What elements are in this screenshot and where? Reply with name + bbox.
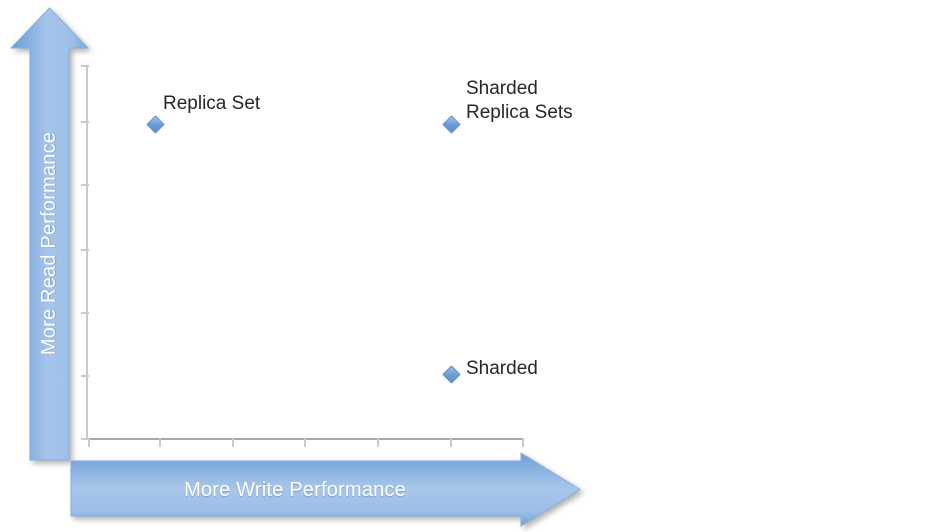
x-axis-arrow-shape <box>70 452 582 528</box>
y-axis-tick <box>81 375 89 377</box>
x-axis-tick <box>377 438 379 447</box>
x-axis-tick <box>304 438 306 447</box>
y-axis-tick <box>81 121 89 123</box>
y-axis-tick <box>81 438 89 440</box>
data-label-sharded: Sharded <box>466 358 538 379</box>
x-axis-tick <box>159 438 161 447</box>
x-axis-tick <box>232 438 234 447</box>
x-axis-tick-group <box>88 438 524 450</box>
y-axis-tick <box>81 184 89 186</box>
x-axis-tick <box>88 438 90 447</box>
plot-area <box>81 65 524 447</box>
x-axis-tick <box>522 438 524 447</box>
data-label-sharded-replica-sets: Sharded Replica Sets <box>466 78 573 123</box>
data-label-replica-set: Replica Set <box>163 93 261 114</box>
x-axis-tick <box>450 438 452 447</box>
y-axis-tick <box>81 312 89 314</box>
y-axis-arrow-shape <box>10 6 89 462</box>
y-axis-tick <box>81 65 89 67</box>
y-axis-tick <box>81 249 89 251</box>
